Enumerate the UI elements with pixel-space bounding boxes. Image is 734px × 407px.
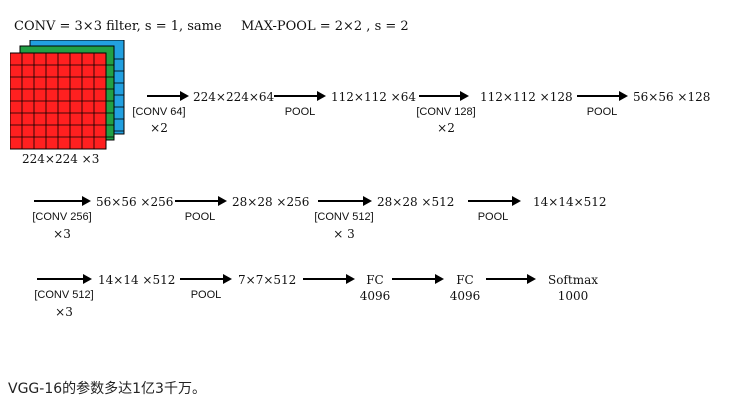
softmax-label: Softmax: [547, 273, 598, 287]
volume-14x14x512-b: 14×14 ×512: [98, 273, 176, 287]
fc2-size: 4096: [449, 289, 481, 303]
fc2-label: FC: [456, 273, 474, 287]
pool-label-3: POOL: [184, 211, 216, 223]
pool-label-4: POOL: [477, 211, 509, 223]
conv128-multiplier: ×2: [437, 121, 455, 135]
arrow-conv256: [34, 196, 91, 206]
volume-112x112x128: 112×112 ×128: [480, 90, 573, 104]
volume-14x14x512: 14×14×512: [533, 195, 607, 209]
conv-definition: CONV = 3×3 filter, s = 1, same: [14, 19, 222, 34]
conv128-label: [CONV 128]: [416, 106, 476, 118]
conv512-label-b: [CONV 512]: [34, 289, 94, 301]
arrow-pool-2: [577, 91, 628, 101]
caption-text: VGG-16的参数多达1亿3千万。: [8, 381, 206, 397]
volume-56x56x256: 56×56 ×256: [96, 195, 174, 209]
conv256-multiplier: ×3: [53, 227, 71, 241]
conv64-label: [CONV 64]: [132, 106, 186, 118]
pool-label-1: POOL: [284, 106, 316, 118]
input-grid: [10, 53, 124, 149]
conv512-multiplier-a: × 3: [333, 227, 355, 241]
fc1-label: FC: [366, 273, 384, 287]
volume-224x224x64: 224×224×64: [193, 90, 275, 104]
pool-definition: MAX-POOL = 2×2 , s = 2: [241, 19, 409, 34]
arrow-to-fc1: [303, 274, 355, 284]
arrow-pool-1: [274, 91, 326, 101]
arrow-pool-5: [180, 274, 232, 284]
input-volume: [10, 40, 125, 150]
volume-28x28x256: 28×28 ×256: [232, 195, 310, 209]
arrow-pool-4: [468, 196, 521, 206]
softmax-size: 1000: [557, 289, 589, 303]
arrow-to-fc2: [392, 274, 444, 284]
pool-label-2: POOL: [586, 106, 618, 118]
conv512-multiplier-b: ×3: [55, 305, 73, 319]
conv512-label-a: [CONV 512]: [314, 211, 374, 223]
arrow-conv128: [419, 91, 469, 101]
conv256-label: [CONV 256]: [32, 211, 92, 223]
volume-28x28x512: 28×28 ×512: [377, 195, 455, 209]
input-size-label: 224×224 ×3: [22, 152, 100, 166]
arrow-conv512-b: [37, 274, 92, 284]
fc1-size: 4096: [359, 289, 391, 303]
conv64-multiplier: ×2: [150, 121, 168, 135]
arrow-conv512-a: [318, 196, 372, 206]
volume-56x56x128: 56×56 ×128: [633, 90, 711, 104]
volume-112x112x64: 112×112 ×64: [331, 90, 417, 104]
arrow-to-softmax: [486, 274, 536, 284]
volume-7x7x512: 7×7×512: [238, 273, 297, 287]
arrow-conv64: [147, 91, 189, 101]
arrow-pool-3: [175, 196, 227, 206]
pool-label-5: POOL: [190, 289, 222, 301]
